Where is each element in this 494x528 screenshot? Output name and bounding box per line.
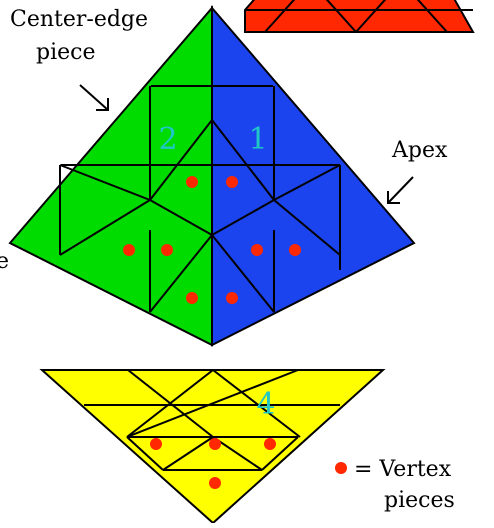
face-number-1: 1 — [248, 122, 267, 157]
red-face-gridline — [416, 0, 448, 33]
blue-face-gridline — [211, 199, 275, 236]
yellow-face-outline — [39, 369, 386, 525]
vertex-dot — [251, 244, 263, 256]
green-face-gridline — [59, 164, 151, 201]
vertex-dot — [289, 244, 301, 256]
yellow-face-gridline — [212, 436, 263, 471]
vertex-dot — [150, 438, 162, 450]
vertex-dot — [209, 477, 221, 489]
vertex-dot — [186, 176, 198, 188]
yellow-face-gridline — [261, 436, 299, 471]
center-edge-label-line2: piece — [36, 40, 95, 65]
yellow-face-gridline — [126, 369, 299, 438]
legend: = Vertex pieces — [335, 457, 455, 513]
red-face-gridline — [264, 0, 296, 33]
face-number-2: 2 — [158, 122, 177, 157]
green-face-gridline — [149, 199, 213, 236]
vertex-dot — [161, 244, 173, 256]
vertex-dot — [226, 292, 238, 304]
yellow-vertex-dots — [150, 438, 276, 489]
apex-arrow — [387, 176, 414, 204]
center-edge-label-line1: Center-edge — [10, 7, 148, 32]
blue-face-gridline — [211, 234, 275, 313]
vertex-dot — [264, 438, 276, 450]
yellow-face-gridline — [162, 436, 214, 471]
blue-face-gridline — [273, 199, 341, 256]
green-vertex-dots — [123, 176, 198, 304]
vertex-dot — [226, 176, 238, 188]
yellow-face-gridline — [126, 369, 214, 438]
vertex-dot — [186, 292, 198, 304]
blue-face-fill — [212, 8, 414, 345]
blue-face — [211, 5, 416, 347]
green-face-fill — [10, 8, 212, 345]
center-edge-arrow — [79, 84, 109, 111]
edge-label-partial: e — [0, 249, 9, 274]
legend-pieces: pieces — [384, 488, 455, 513]
red-face-gridline — [325, 0, 357, 33]
legend-equals-vertex: = Vertex — [354, 457, 452, 482]
blue-face-gridline — [273, 164, 341, 201]
apex-label: Apex — [391, 138, 448, 163]
blue-face-gridline — [211, 119, 275, 201]
green-face-gridline — [149, 119, 213, 201]
green-face-gridline — [59, 199, 151, 256]
vertex-dot — [209, 438, 221, 450]
red-face-fill — [244, 0, 475, 33]
yellow-face-gridline — [126, 436, 164, 471]
vertex-dot — [123, 244, 135, 256]
legend-dot-icon — [335, 462, 347, 474]
face-number-4: 4 — [256, 387, 275, 422]
green-face-gridline — [149, 234, 213, 313]
blue-vertex-dots — [226, 176, 301, 304]
red-face-gridline — [355, 0, 387, 33]
yellow-face-gridline — [212, 369, 301, 438]
red-face — [244, 0, 475, 33]
